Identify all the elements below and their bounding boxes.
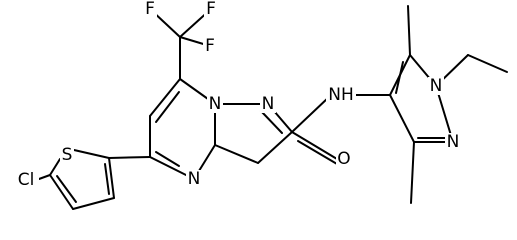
atom-N-pyrimidine: N — [186, 169, 202, 189]
bond-line-15 — [214, 144, 259, 164]
svg-text:N: N — [209, 94, 222, 114]
atom-Cl: Cl — [13, 170, 39, 190]
bond-line-17 — [291, 96, 330, 133]
bond-line-9 — [149, 78, 181, 117]
bond-line-14 — [257, 131, 293, 164]
atom-F2: F — [204, 0, 218, 19]
svg-text:N: N — [447, 132, 460, 152]
bond-line-37 — [49, 158, 61, 176]
atom-N-dimethylpyrazole-2: N — [445, 132, 461, 152]
svg-text:F: F — [205, 36, 215, 56]
atom-F3: F — [203, 36, 217, 56]
atom-O-carbonyl: O — [336, 149, 352, 169]
atom-N-pyrazole-2: N — [260, 94, 276, 114]
bond-line-34 — [108, 157, 115, 199]
bond-line-32 — [108, 156, 151, 159]
bond-line-36 — [49, 174, 74, 210]
svg-text:Cl: Cl — [18, 170, 35, 190]
molecule-structure-diagram: F F F N N N NH O — [13, 0, 508, 210]
bond-line-40 — [38, 174, 51, 180]
bond-line-35 — [72, 197, 115, 210]
svg-text:F: F — [145, 0, 155, 19]
atom-NH-amide: NH — [326, 85, 356, 105]
svg-text:N: N — [262, 94, 275, 114]
bond-line-18 — [291, 131, 338, 160]
bond-line-11 — [155, 151, 180, 167]
svg-text:N: N — [188, 169, 201, 189]
atom-N-dimethylpyrazole-1: N — [428, 76, 444, 96]
atom-labels: F F F N N N NH O — [13, 0, 461, 190]
bond-line-29 — [410, 141, 415, 204]
bond-line-31 — [467, 54, 508, 73]
svg-text:N: N — [430, 76, 443, 96]
svg-text:NH: NH — [328, 85, 354, 105]
atom-N-pyrazole-1: N — [207, 94, 223, 114]
atom-F1: F — [143, 0, 157, 19]
bond-line-26 — [395, 61, 404, 94]
bond-line-16 — [260, 110, 283, 134]
bond-line-39 — [56, 175, 77, 203]
bond-line-33 — [73, 149, 110, 159]
bond-line-38 — [104, 163, 110, 195]
svg-text:O: O — [337, 149, 350, 169]
svg-text:S: S — [62, 145, 73, 165]
bond-line-23 — [435, 85, 454, 143]
atom-S-thiophene: S — [60, 145, 74, 165]
bond-line-25 — [389, 94, 415, 143]
bond-line-28 — [407, 5, 411, 56]
svg-text:F: F — [206, 0, 216, 19]
bond-line-19 — [297, 140, 338, 165]
bond-line-10 — [155, 91, 180, 123]
